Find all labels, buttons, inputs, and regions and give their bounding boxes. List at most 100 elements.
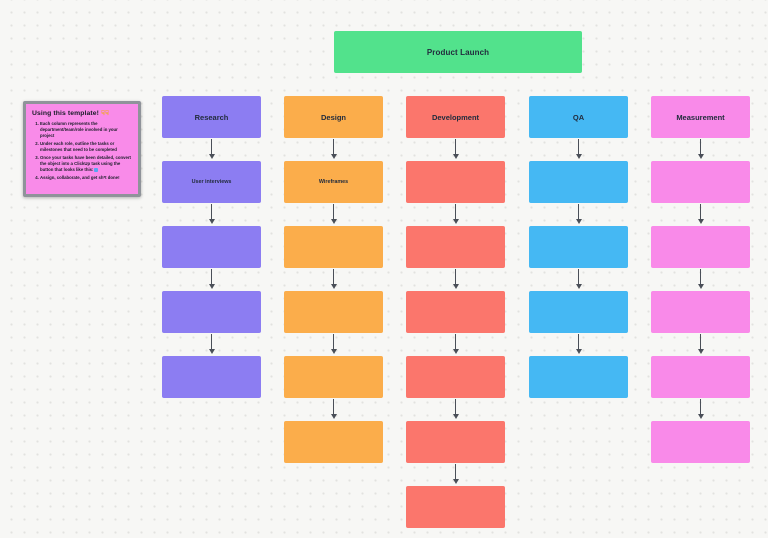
research-box-3[interactable]: [162, 226, 261, 268]
development-connector-4[interactable]: [450, 334, 462, 354]
research-box-1[interactable]: Research: [162, 96, 261, 138]
qa-box-3[interactable]: [529, 226, 628, 268]
arrowhead-down-icon: [208, 219, 215, 224]
measurement-box-4[interactable]: [651, 291, 750, 333]
research-connector-3[interactable]: [206, 269, 218, 289]
measurement-box-2[interactable]: [651, 161, 750, 203]
connector-line: [210, 204, 213, 219]
measurement-box-6[interactable]: [651, 421, 750, 463]
development-box-2[interactable]: [406, 161, 505, 203]
measurement-box-5[interactable]: [651, 356, 750, 398]
measurement-connector-3[interactable]: [695, 269, 707, 289]
design-connector-1[interactable]: [328, 139, 340, 159]
development-box-4[interactable]: [406, 291, 505, 333]
development-connector-3[interactable]: [450, 269, 462, 289]
arrowhead-down-icon: [697, 414, 704, 419]
arrowhead-down-icon: [208, 154, 215, 159]
connector-line: [210, 269, 213, 284]
connector-line: [332, 399, 335, 414]
connector-line: [332, 334, 335, 349]
design-connector-3[interactable]: [328, 269, 340, 289]
sticky-note-item-text: Under each role, outline the tasks or mi…: [40, 140, 117, 152]
arrowhead-down-icon: [330, 154, 337, 159]
measurement-connector-2[interactable]: [695, 204, 707, 224]
arrowhead-down-icon: [452, 414, 459, 419]
design-box-5[interactable]: [284, 356, 383, 398]
qa-box-5[interactable]: [529, 356, 628, 398]
qa-box-4[interactable]: [529, 291, 628, 333]
connector-line: [577, 269, 580, 284]
design-box-1[interactable]: Design: [284, 96, 383, 138]
development-connector-1[interactable]: [450, 139, 462, 159]
connector-line: [454, 334, 457, 349]
design-box-6[interactable]: [284, 421, 383, 463]
development-box-6[interactable]: [406, 421, 505, 463]
design-connector-4[interactable]: [328, 334, 340, 354]
measurement-connector-1[interactable]: [695, 139, 707, 159]
pointing-down-emoji: ☟☟: [100, 110, 110, 117]
research-connector-2[interactable]: [206, 204, 218, 224]
sticky-note[interactable]: Using this template! ☟☟ Each column repr…: [23, 101, 141, 197]
development-connector-2[interactable]: [450, 204, 462, 224]
research-box-2[interactable]: User interviews: [162, 161, 261, 203]
qa-connector-3[interactable]: [573, 269, 585, 289]
arrowhead-down-icon: [697, 154, 704, 159]
arrowhead-down-icon: [452, 219, 459, 224]
connector-line: [699, 269, 702, 284]
connector-line: [577, 334, 580, 349]
connector-line: [699, 204, 702, 219]
measurement-connector-5[interactable]: [695, 399, 707, 419]
development-box-5[interactable]: [406, 356, 505, 398]
connector-line: [332, 269, 335, 284]
connector-line: [577, 139, 580, 154]
arrowhead-down-icon: [697, 284, 704, 289]
arrowhead-down-icon: [575, 219, 582, 224]
design-box-4[interactable]: [284, 291, 383, 333]
connector-line: [332, 204, 335, 219]
sticky-note-heading-text: Using this template!: [32, 110, 99, 117]
development-box-1[interactable]: Development: [406, 96, 505, 138]
measurement-connector-4[interactable]: [695, 334, 707, 354]
design-box-2[interactable]: Wireframes: [284, 161, 383, 203]
measurement-box-3[interactable]: [651, 226, 750, 268]
qa-box-2[interactable]: [529, 161, 628, 203]
qa-connector-4[interactable]: [573, 334, 585, 354]
arrowhead-down-icon: [452, 154, 459, 159]
development-connector-6[interactable]: [450, 464, 462, 484]
arrowhead-down-icon: [452, 349, 459, 354]
qa-box-1[interactable]: QA: [529, 96, 628, 138]
sticky-note-item-text: Each column represents the department/te…: [40, 120, 118, 138]
research-box-5[interactable]: [162, 356, 261, 398]
arrowhead-down-icon: [330, 219, 337, 224]
title-box[interactable]: Product Launch: [334, 31, 582, 73]
connector-line: [454, 399, 457, 414]
design-connector-5[interactable]: [328, 399, 340, 419]
connector-line: [454, 139, 457, 154]
development-box-3[interactable]: [406, 226, 505, 268]
research-box-4[interactable]: [162, 291, 261, 333]
arrowhead-down-icon: [208, 284, 215, 289]
connector-line: [454, 269, 457, 284]
sticky-note-heading: Using this template! ☟☟: [32, 109, 132, 117]
title-box-label: Product Launch: [426, 47, 490, 57]
design-box-3[interactable]: [284, 226, 383, 268]
connector-line: [699, 334, 702, 349]
qa-connector-2[interactable]: [573, 204, 585, 224]
sticky-note-item-3: Once your tasks have been detailed, conv…: [40, 155, 132, 174]
sticky-note-item-1: Each column represents the department/te…: [40, 121, 132, 140]
arrowhead-down-icon: [575, 154, 582, 159]
research-connector-1[interactable]: [206, 139, 218, 159]
connector-line: [699, 399, 702, 414]
design-connector-2[interactable]: [328, 204, 340, 224]
qa-connector-1[interactable]: [573, 139, 585, 159]
measurement-box-1[interactable]: Measurement: [651, 96, 750, 138]
sticky-note-item-text: Once your tasks have been detailed, conv…: [40, 154, 131, 173]
sticky-note-list: Each column represents the department/te…: [32, 121, 132, 182]
connector-line: [454, 204, 457, 219]
arrowhead-down-icon: [697, 219, 704, 224]
research-connector-4[interactable]: [206, 334, 218, 354]
development-connector-5[interactable]: [450, 399, 462, 419]
arrowhead-down-icon: [330, 349, 337, 354]
development-box-7[interactable]: [406, 486, 505, 528]
